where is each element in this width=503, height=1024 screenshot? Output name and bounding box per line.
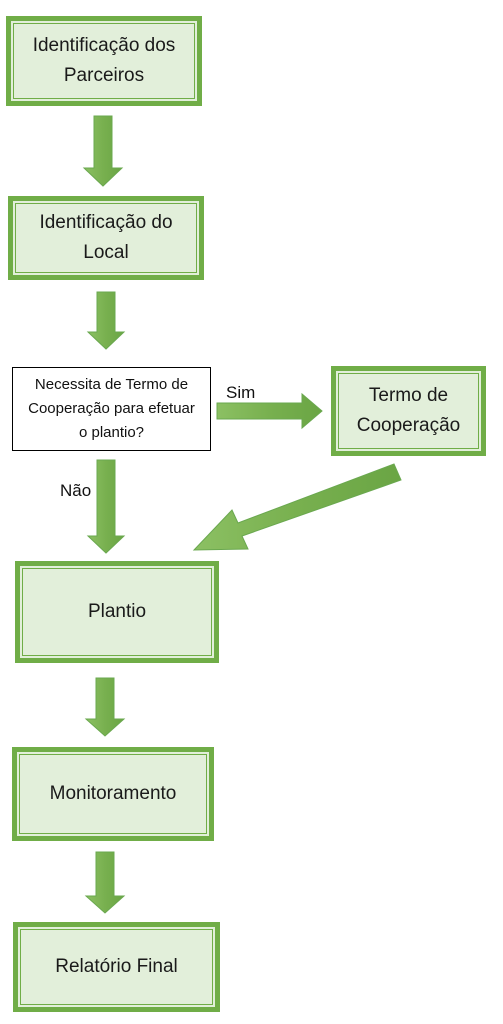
node-termo-cooperacao: Termo de Cooperação [331, 366, 486, 456]
node-identificacao-parceiros-label: Identificação dos Parceiros [32, 35, 176, 86]
arrow-termo-to-plantio [192, 463, 402, 551]
edge-label-sim: Sim [226, 383, 256, 402]
edge-label-nao: Não [60, 481, 92, 500]
node-identificacao-local: Identificação do Local [8, 196, 204, 280]
node-identificacao-parceiros: Identificação dos Parceiros [6, 16, 202, 106]
node-plantio-label: Plantio [87, 601, 147, 622]
node-monitoramento: Monitoramento [12, 747, 214, 841]
arrow-monitoramento-to-relatorio [84, 851, 126, 914]
node-decisao-termo-label: Necessita de Termo de Cooperação para ef… [28, 376, 195, 441]
node-plantio: Plantio [15, 561, 219, 663]
node-termo-cooperacao-label: Termo de Cooperação [356, 385, 461, 436]
node-relatorio-final-label: Relatório Final [55, 956, 178, 977]
node-relatorio-final: Relatório Final [13, 922, 220, 1012]
node-decisao-termo: Necessita de Termo de Cooperação para ef… [12, 367, 211, 451]
arrow-parceiros-to-local [82, 115, 124, 187]
arrow-sim-to-termo [216, 392, 323, 430]
arrow-nao-to-plantio [86, 459, 126, 554]
arrow-local-to-decisao [86, 291, 126, 350]
arrow-plantio-to-monitoramento [84, 677, 126, 737]
node-identificacao-local-label: Identificação do Local [39, 212, 173, 263]
node-monitoramento-label: Monitoramento [49, 783, 177, 804]
